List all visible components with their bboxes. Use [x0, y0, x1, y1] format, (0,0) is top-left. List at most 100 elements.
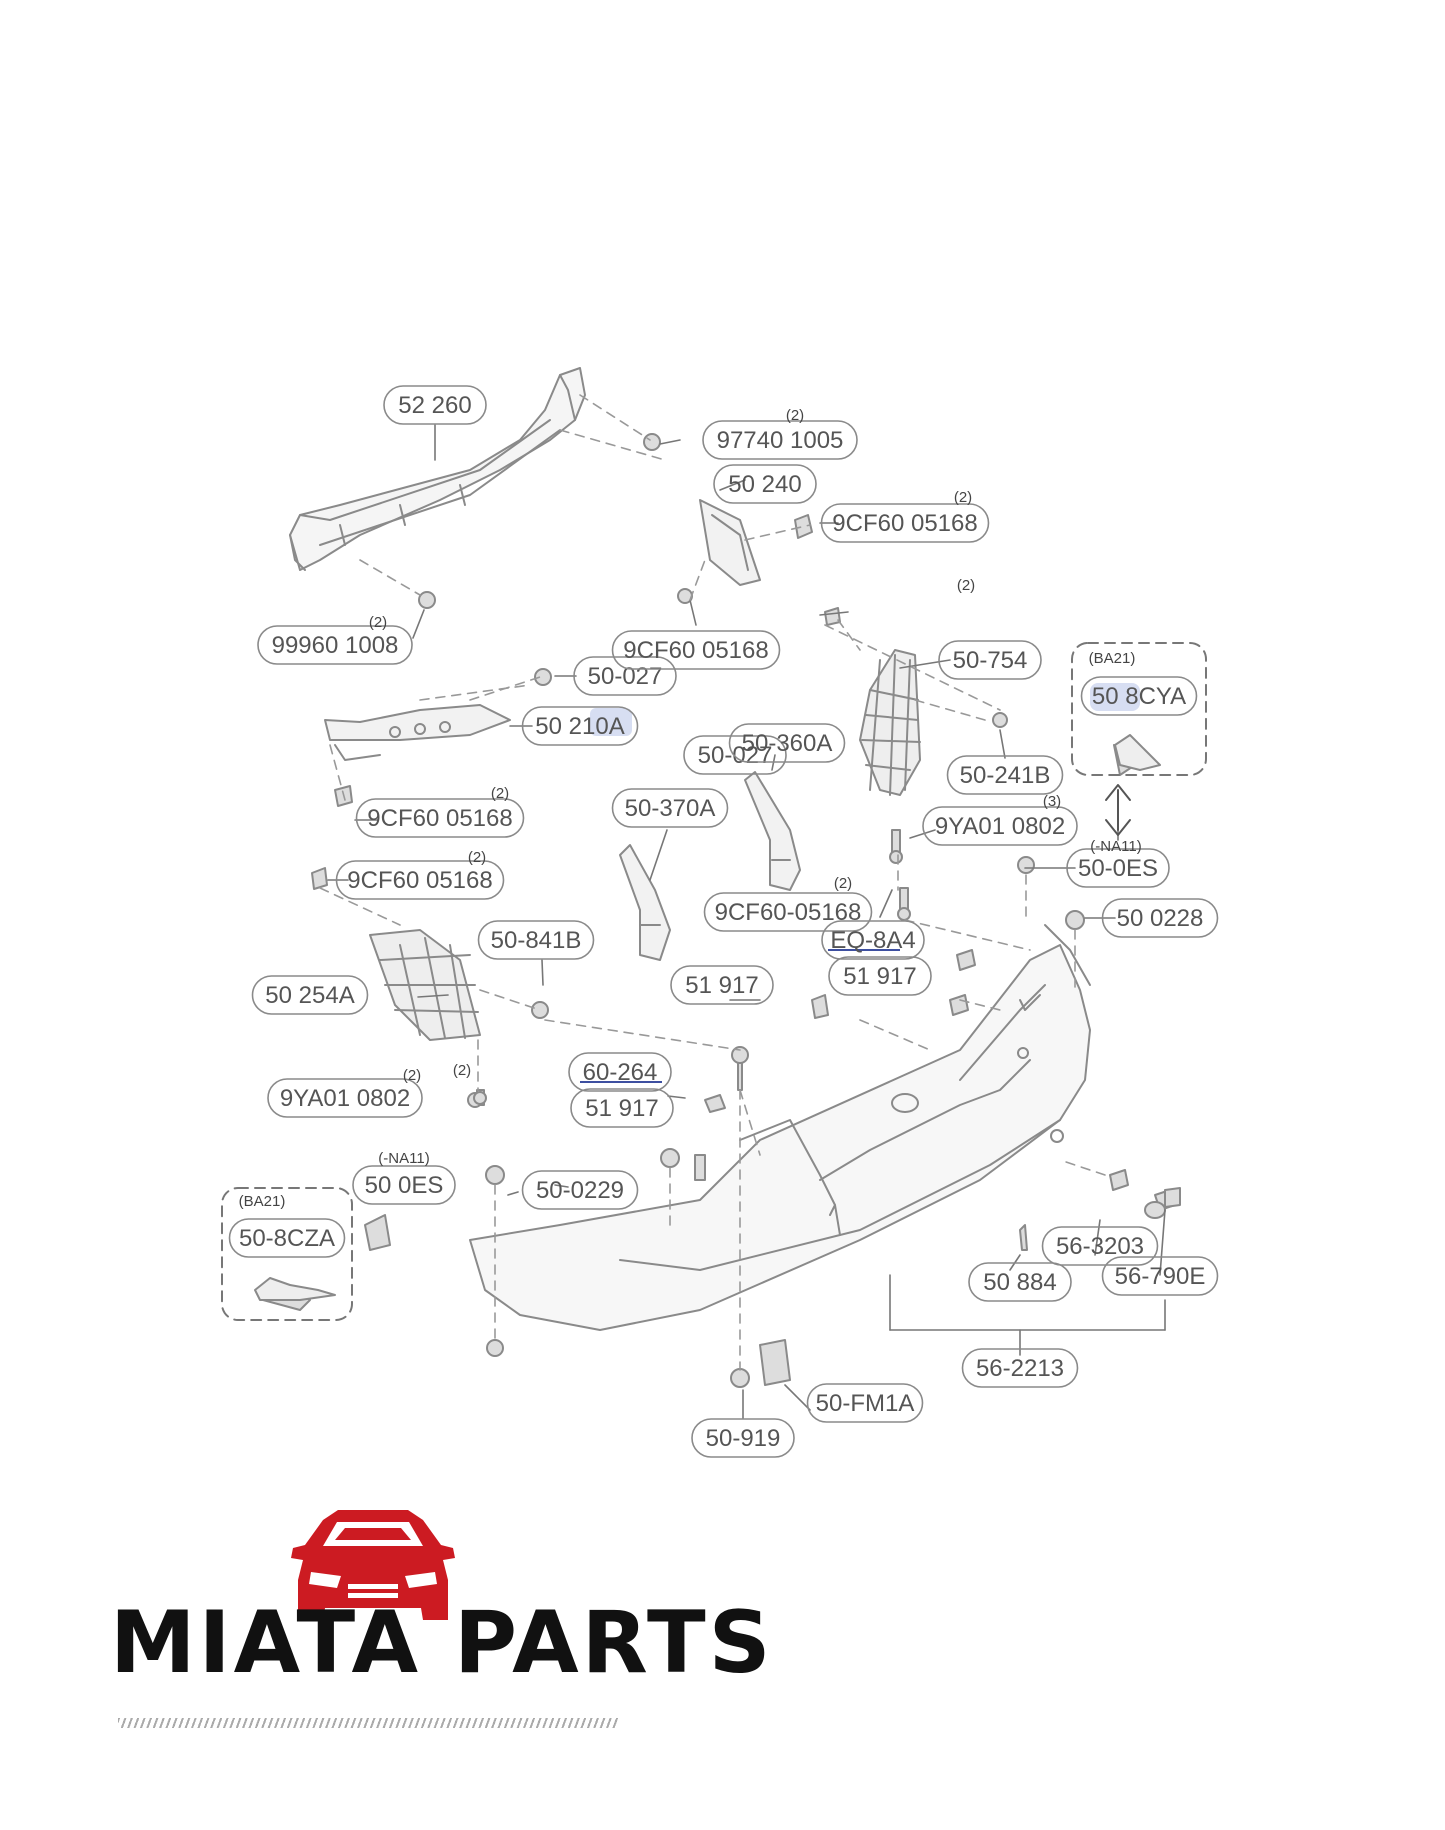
part-number-text: 50-8CZA: [239, 1225, 335, 1252]
part-label: 50-241B: [946, 755, 1064, 795]
part-number-text: 50-027: [588, 663, 663, 690]
highlight-marking: [1090, 683, 1140, 711]
part-label: 97740 1005: [702, 420, 858, 460]
part-number-text: 50 254A: [265, 982, 354, 1009]
part-number-text: 50-0229: [536, 1177, 624, 1204]
note-layer: (2)(2)(2)(2)(2)(2)(2)(3)(2)(2)(BA21)(BA2…: [239, 407, 1142, 1210]
quantity-mark: (2): [468, 849, 486, 866]
option-code: (BA21): [239, 1193, 286, 1210]
part-number-text: 51 917: [685, 972, 758, 999]
bumper-cover-part: [469, 944, 1091, 1331]
part-label: 50 254A: [251, 975, 369, 1015]
assembly-lines: [319, 394, 1106, 1371]
part-label: 9YA01 0802: [922, 806, 1078, 846]
option-part-8cya: [1114, 734, 1161, 771]
part-number-text: 50 210A: [535, 713, 624, 740]
quantity-mark: (2): [954, 489, 972, 506]
part-number-text: 9CF60-05168: [715, 899, 862, 926]
side-bracket-part: [324, 704, 511, 761]
option-box-ba21-left: [221, 1187, 353, 1321]
left-grille-part: [369, 929, 481, 1041]
part-label: 56-2213: [961, 1348, 1079, 1388]
part-number-text: 9CF60 05168: [832, 510, 977, 537]
part-number-text: 50-754: [953, 647, 1028, 674]
part-number-text: 50-360A: [742, 730, 833, 757]
part-number-text: 50-841B: [491, 927, 582, 954]
part-number-text: 50-0ES: [1078, 855, 1158, 882]
option-part-8cza: [254, 1277, 336, 1301]
part-label: 51 917: [570, 1088, 674, 1128]
part-label: 9CF60 05168: [355, 798, 525, 838]
car-front-icon: [291, 1510, 455, 1620]
side-trim-part: [1044, 924, 1091, 986]
part-label: 50-841B: [477, 920, 595, 960]
part-number-text: 51 917: [843, 963, 916, 990]
part-number-text: 97740 1005: [717, 427, 844, 454]
part-number-text: 9CF60 05168: [367, 805, 512, 832]
part-label: 50 240: [713, 464, 817, 504]
part-label: 50-FM1A: [806, 1383, 924, 1423]
part-label-layer: 52 260 97740 1005 50 240 9CF60 05168 99960 1…: [228, 385, 1219, 1458]
brand-name: MIATA PARTS: [110, 1593, 774, 1693]
part-number-text: 50 240: [728, 471, 801, 498]
variant-note: (-NA11): [1090, 838, 1141, 855]
part-label: 50 8CYA: [1080, 676, 1198, 716]
part-label: 52 260: [383, 385, 487, 425]
part-number-text: 56-3203: [1056, 1233, 1144, 1260]
brand-decorative-rule: [118, 1718, 618, 1728]
part-label: 50-919: [691, 1418, 795, 1458]
part-label: 9CF60 05168: [611, 630, 781, 670]
part-label: 9CF60-05168: [703, 892, 873, 932]
quantity-mark: (2): [786, 407, 804, 424]
part-label: 99960 1008: [257, 625, 413, 665]
part-number-text: 50 8CYA: [1092, 683, 1186, 710]
part-number-text: 99960 1008: [272, 632, 399, 659]
part-label: 50-0ES: [1066, 848, 1170, 888]
bumper-reinforcement-part: [289, 367, 586, 571]
quantity-mark: (2): [403, 1067, 421, 1084]
part-number-text: 50 0ES: [365, 1172, 444, 1199]
part-label: 56-790E: [1101, 1256, 1219, 1296]
leader-lines: [327, 424, 1166, 1419]
part-number-text: 9CF60 05168: [623, 637, 768, 664]
part-number-text: 9CF60 05168: [347, 867, 492, 894]
part-label: 50 210A: [521, 706, 639, 746]
part-number-text: 51 917: [585, 1095, 658, 1122]
part-label: 56-3203: [1041, 1226, 1159, 1266]
part-number-text: 50-241B: [960, 762, 1051, 789]
part-label: 51 917: [828, 956, 932, 996]
variant-note: (-NA11): [378, 1150, 429, 1167]
part-number-text: 50-FM1A: [816, 1390, 915, 1417]
part-number-text: 52 260: [398, 392, 471, 419]
part-number-text: 50-919: [706, 1425, 781, 1452]
part-number-text: 60-264: [583, 1059, 658, 1086]
part-number-text: 50-370A: [625, 795, 716, 822]
part-label: 9YA01 0802: [267, 1078, 423, 1118]
part-label: 50-360A: [728, 723, 846, 763]
part-label: 9CF60 05168: [820, 503, 990, 543]
part-label: 60-264: [568, 1052, 672, 1092]
part-number-text: 9YA01 0802: [280, 1085, 410, 1112]
bracket-370a-part: [619, 844, 671, 961]
part-label: 50-8CZA: [228, 1218, 346, 1258]
part-number-text: 56-2213: [976, 1355, 1064, 1382]
part-number-text: 56-790E: [1115, 1263, 1206, 1290]
highlight-marking: [590, 708, 632, 736]
part-label: 50-0229: [521, 1170, 639, 1210]
quantity-mark: (2): [369, 614, 387, 631]
part-label: EQ-8A4: [821, 920, 925, 960]
quantity-mark: (2): [957, 577, 975, 594]
part-number-text: 9YA01 0802: [935, 813, 1065, 840]
right-grille-part: [859, 649, 921, 796]
quantity-mark: (3): [1043, 793, 1061, 810]
option-arrow-icon: [1105, 784, 1131, 836]
part-label: 9CF60 05168: [335, 860, 505, 900]
part-number-text: EQ-8A4: [830, 927, 915, 954]
quantity-mark: (2): [834, 875, 852, 892]
part-label: 50 0ES: [352, 1165, 456, 1205]
part-label: 50-754: [938, 640, 1042, 680]
option-code: (BA21): [1089, 650, 1136, 667]
quantity-mark: (2): [453, 1062, 471, 1079]
part-label: 50 884: [968, 1262, 1072, 1302]
